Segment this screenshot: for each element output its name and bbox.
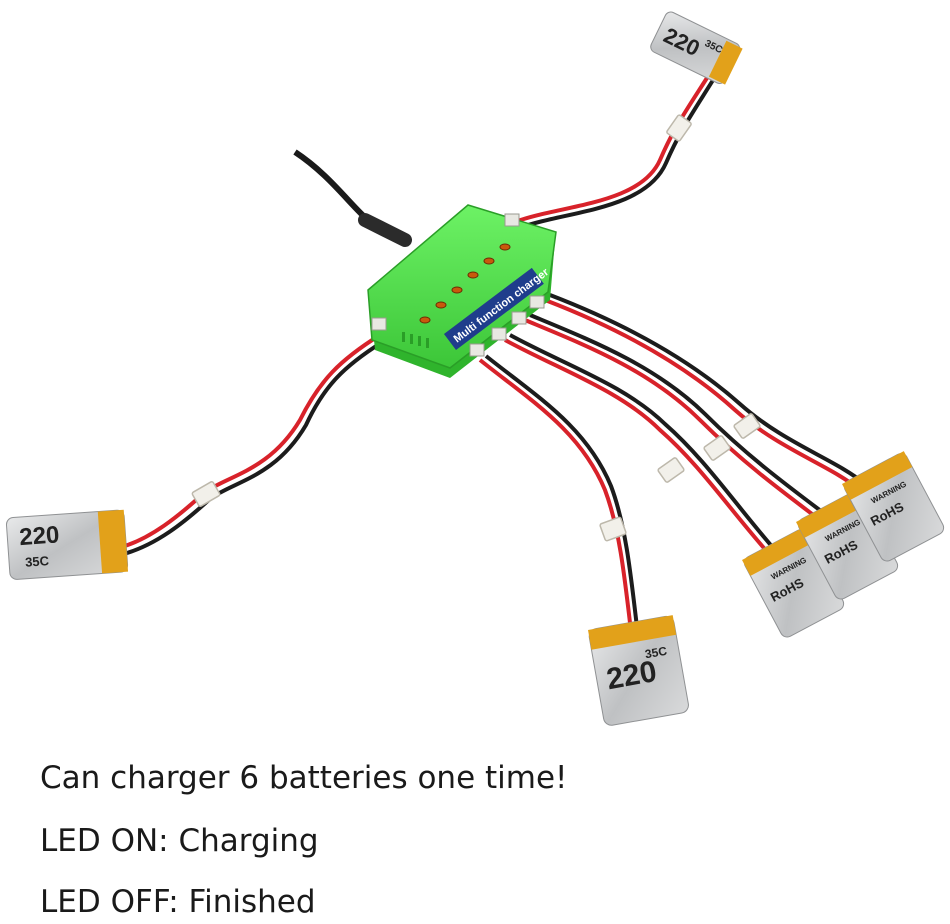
battery-left: 220 35C	[5, 509, 129, 580]
caption-capacity: Can charger 6 batteries one time!	[40, 760, 568, 796]
battery-right-3: WARNING RoHS	[842, 451, 945, 562]
power-plug	[358, 213, 412, 247]
connector-plugs	[191, 114, 761, 542]
charger-hub: Multi function charger	[367, 204, 557, 378]
wire-right-2	[524, 313, 827, 522]
wire-right-1	[504, 333, 777, 557]
wire-left	[117, 333, 386, 557]
charger-ports	[371, 213, 545, 357]
wire-bottom	[478, 354, 640, 641]
product-photo: Multi function charger 220 35C 220 35C 2…	[5, 11, 945, 726]
charger-label-plate	[443, 267, 544, 350]
battery-rating: 35C	[25, 553, 50, 570]
caption-led-on: LED ON: Charging	[40, 823, 319, 859]
battery-right-2: WARNING RoHS	[796, 489, 899, 600]
battery-capacity: 220	[18, 521, 60, 551]
battery-bottom: 220 35C	[588, 615, 689, 726]
battery-top: 220 35C	[650, 11, 743, 85]
charger-vents	[402, 332, 429, 348]
caption-led-off: LED OFF: Finished	[40, 884, 316, 920]
wire-right-3	[544, 293, 867, 492]
battery-rating: 35C	[644, 644, 668, 662]
wire-top-right	[514, 68, 720, 230]
led-indicators	[419, 243, 511, 324]
